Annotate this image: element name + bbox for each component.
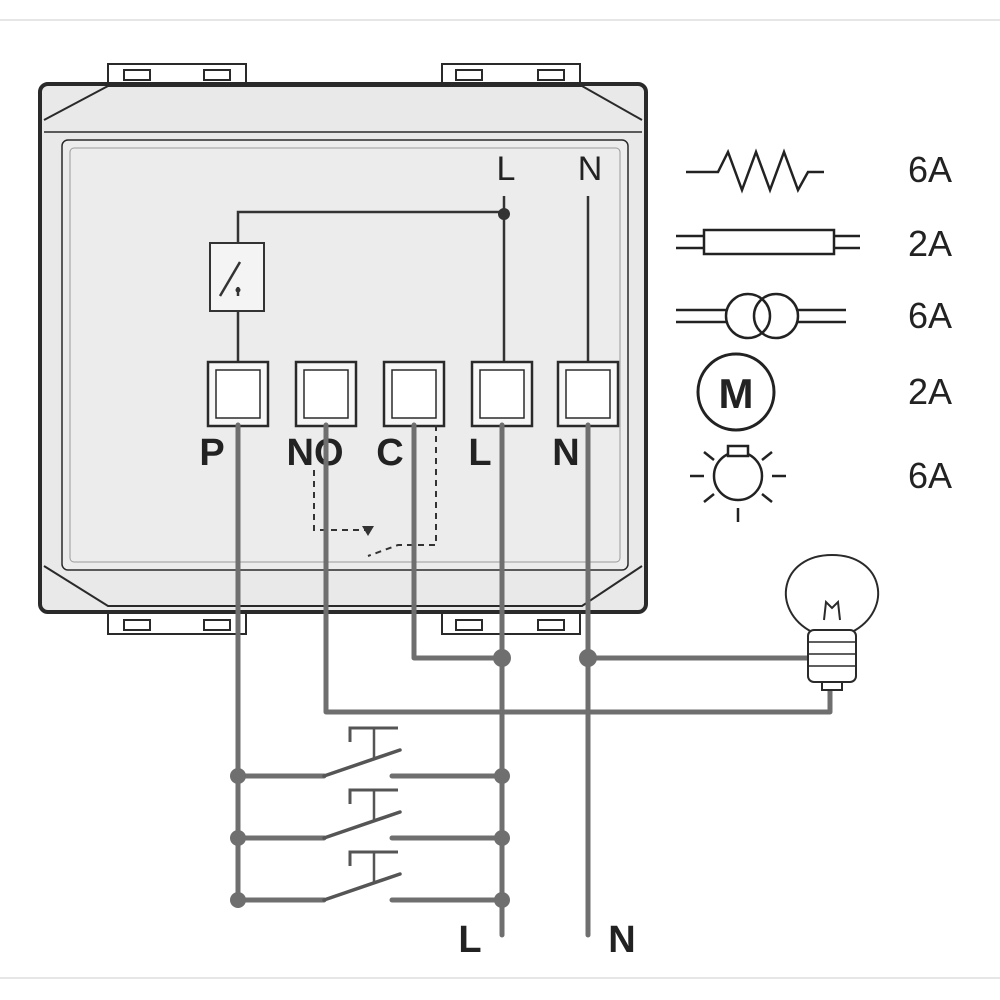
internal-neutral-label: N xyxy=(578,150,603,188)
pushbutton-group xyxy=(230,726,510,908)
terminal-label-n: N xyxy=(552,432,579,474)
internal-line-label: L xyxy=(497,150,516,188)
terminal-label-p: P xyxy=(199,432,224,474)
rating-transformer: 6A xyxy=(908,295,952,336)
relay-device: L N P NO C L N xyxy=(38,63,648,635)
motor-symbol: M xyxy=(719,370,754,417)
terminal-label-no: NO xyxy=(287,432,344,474)
pushbutton-2 xyxy=(230,788,510,846)
rating-motor: 2A xyxy=(908,371,952,412)
internal-switch-icon xyxy=(209,242,265,312)
rating-lamp: 6A xyxy=(908,455,952,496)
device-faceplate xyxy=(61,139,629,571)
fluorescent-tube-icon xyxy=(676,228,860,256)
wire-c xyxy=(411,422,505,661)
terminal-block xyxy=(206,360,620,428)
terminal-label-c: C xyxy=(376,432,403,474)
motor-icon: M xyxy=(696,352,776,432)
rating-resistive: 6A xyxy=(908,149,952,190)
transformer-icon xyxy=(676,292,846,340)
pushbutton-3 xyxy=(230,850,510,908)
terminal-c xyxy=(382,360,446,428)
terminal-p xyxy=(206,360,270,428)
load-ratings-legend: 6A 2A 6A M 2A xyxy=(676,148,952,522)
lamp-icon xyxy=(690,444,786,522)
external-wiring xyxy=(235,422,833,938)
terminal-label-l: L xyxy=(468,432,491,474)
wire-no-to-lamp xyxy=(323,422,833,715)
lamp-load-icon xyxy=(785,553,879,691)
rating-fluorescent: 2A xyxy=(908,223,952,264)
relay-contact-dashed xyxy=(313,425,437,557)
terminal-n xyxy=(556,360,620,428)
pushbutton-1 xyxy=(230,726,510,784)
terminal-l xyxy=(470,360,534,428)
internal-wire-supply xyxy=(236,210,504,245)
resistive-load-icon xyxy=(686,148,824,194)
supply-line-label: L xyxy=(458,919,481,961)
terminal-no xyxy=(294,360,358,428)
supply-neutral-label: N xyxy=(608,919,635,961)
internal-junction xyxy=(498,208,510,220)
